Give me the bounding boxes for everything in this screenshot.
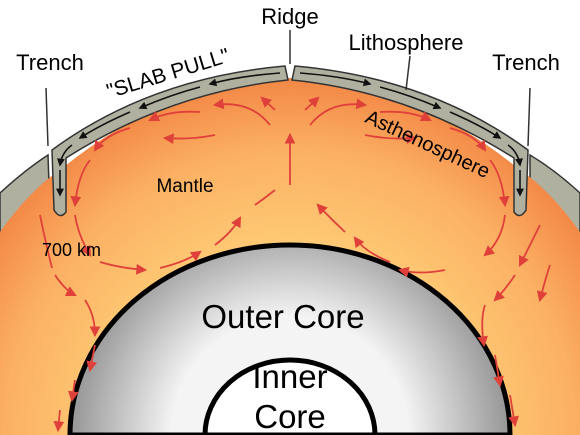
trench-right-line	[527, 87, 531, 147]
plate-motion-arrows	[56, 72, 524, 197]
trench-right-label: Trench	[492, 50, 560, 75]
outer-core-label: Outer Core	[201, 298, 364, 335]
lithosphere-label: Lithosphere	[349, 30, 464, 55]
outer-core	[67, 242, 513, 435]
inner-core-label-line1: Inner	[252, 358, 327, 395]
trench-left-label: Trench	[16, 50, 84, 75]
inner-core-label-line2: Core	[254, 398, 326, 435]
ridge-label: Ridge	[261, 4, 318, 29]
depth-label: 700 km	[42, 240, 101, 260]
lithosphere-pointer	[405, 55, 411, 91]
inner-core	[202, 357, 378, 435]
convection-arrows	[39, 96, 551, 433]
mantle-label: Mantle	[156, 176, 213, 197]
trench-left-line	[45, 87, 49, 147]
